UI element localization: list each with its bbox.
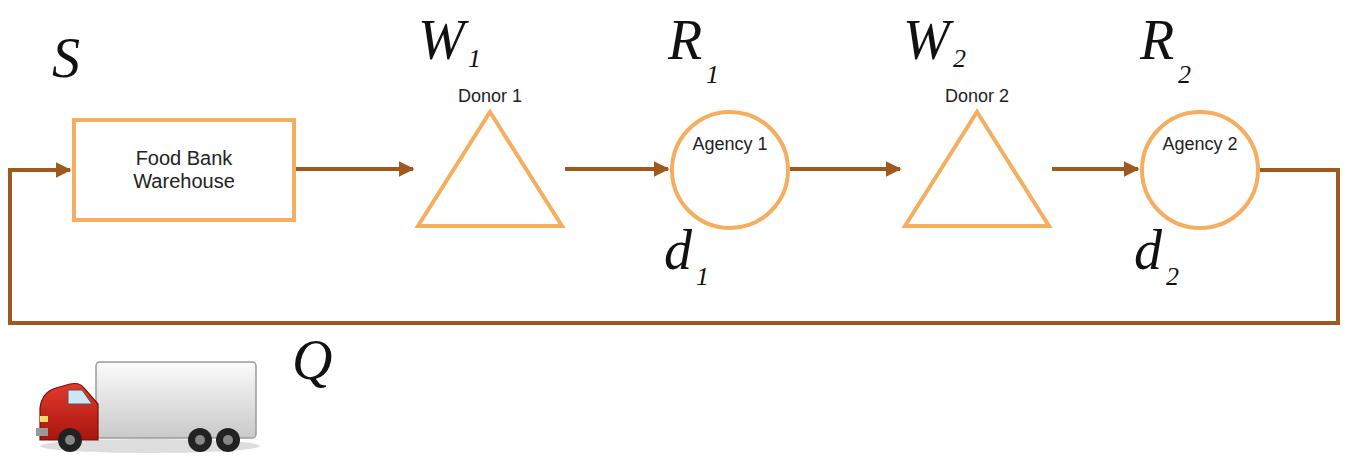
symbol-subscript: 1 bbox=[706, 62, 719, 88]
donor-triangle bbox=[415, 109, 565, 229]
flow-arrow bbox=[565, 167, 668, 171]
symbol-letter: d bbox=[664, 222, 692, 278]
node-label: Food Bank Warehouse bbox=[119, 147, 249, 193]
symbol-subscript: 2 bbox=[1178, 62, 1191, 88]
agency-circle bbox=[1140, 110, 1260, 230]
truck-icon bbox=[36, 362, 260, 453]
flow-arrow bbox=[296, 167, 413, 171]
symbol-subscript: 1 bbox=[696, 264, 709, 290]
flow-arrow bbox=[1052, 167, 1138, 171]
symbol-letter: R bbox=[1140, 12, 1174, 68]
circle-outline bbox=[672, 112, 788, 228]
symbol-letter: W bbox=[903, 12, 950, 68]
symbol-subscript: 1 bbox=[468, 46, 481, 72]
symbol-letter: S bbox=[52, 30, 80, 86]
node-label: Agency 2 bbox=[1140, 134, 1260, 155]
triangle-outline bbox=[905, 112, 1049, 226]
flow-arrow bbox=[790, 167, 900, 171]
symbol-subscript: 2 bbox=[953, 46, 966, 72]
circle-outline bbox=[1142, 112, 1258, 228]
warehouse-box: Food Bank Warehouse bbox=[72, 118, 296, 222]
symbol-letter: Q bbox=[292, 332, 332, 388]
symbol-letter: d bbox=[1134, 222, 1162, 278]
symbol-subscript: 2 bbox=[1166, 264, 1179, 290]
node-label: Donor 2 bbox=[902, 86, 1052, 107]
donor-node: Donor 2 bbox=[902, 86, 1052, 229]
agency-node: Agency 1 bbox=[670, 110, 790, 230]
triangle-outline bbox=[418, 112, 562, 226]
symbol-letter: R bbox=[668, 12, 702, 68]
node-label: Donor 1 bbox=[415, 86, 565, 107]
symbol-letter: W bbox=[418, 12, 465, 68]
donor-node: Donor 1 bbox=[415, 86, 565, 229]
donor-triangle bbox=[902, 109, 1052, 229]
agency-node: Agency 2 bbox=[1140, 110, 1260, 230]
node-label: Agency 1 bbox=[670, 134, 790, 155]
agency-circle bbox=[670, 110, 790, 230]
